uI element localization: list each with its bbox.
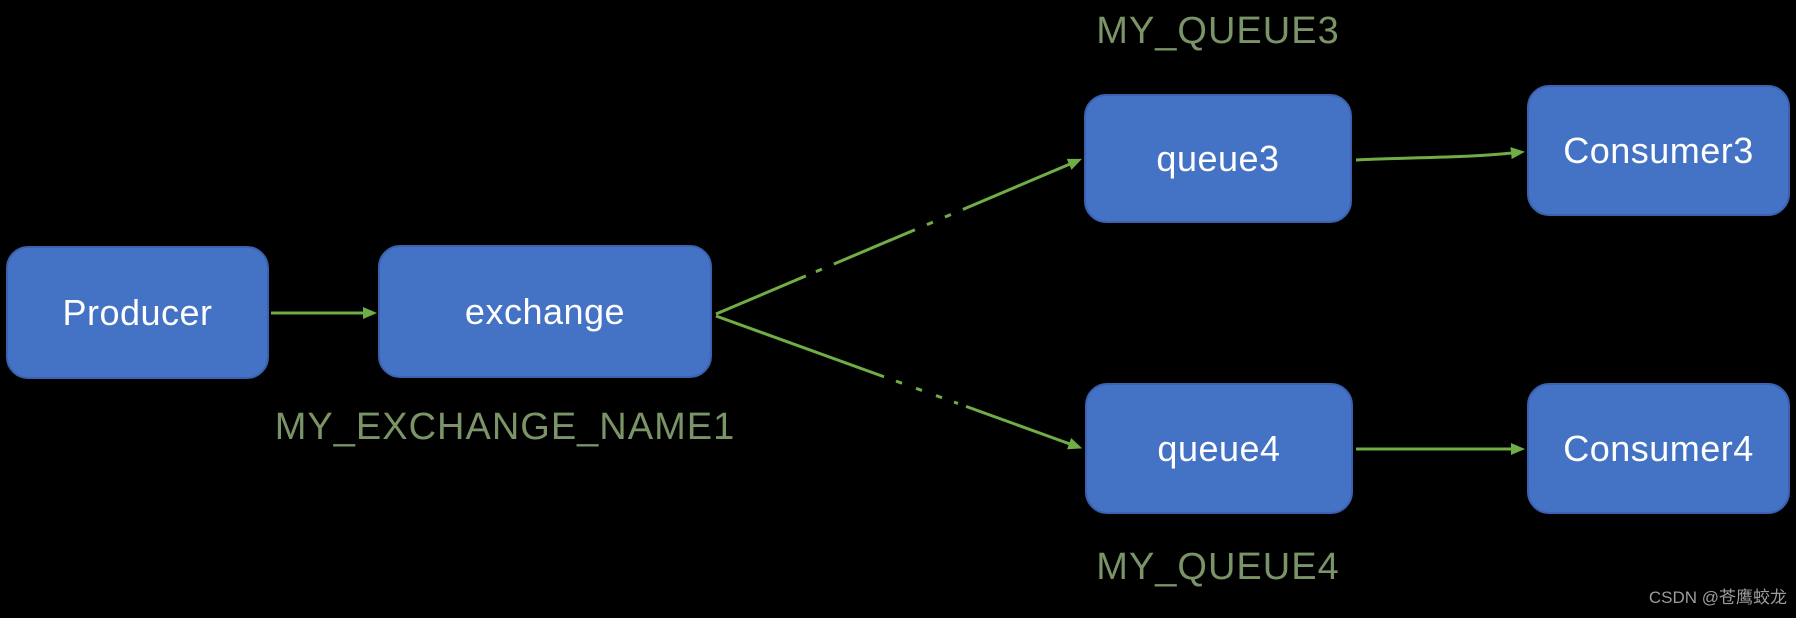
routing-key-artifacts: [804, 207, 967, 410]
arrow-queue3-to-consumer3: [1355, 147, 1525, 162]
arrow-exchange-to-queue4: [715, 314, 1083, 450]
node-consumer4: Consumer4: [1527, 383, 1790, 514]
arrow-exchange-to-queue3: [715, 158, 1082, 316]
node-consumer3: Consumer3: [1527, 85, 1790, 216]
label-queue4-name: MY_QUEUE4: [1096, 546, 1340, 588]
node-producer: Producer: [6, 246, 269, 379]
node-exchange: exchange: [378, 245, 712, 378]
label-exchange-name: MY_EXCHANGE_NAME1: [274, 406, 736, 448]
label-queue3-name: MY_QUEUE3: [1096, 10, 1340, 52]
node-queue4: queue4: [1085, 383, 1353, 514]
node-queue3: queue3: [1084, 94, 1352, 223]
watermark: CSDN @苍鹰蛟龙: [1648, 588, 1787, 607]
